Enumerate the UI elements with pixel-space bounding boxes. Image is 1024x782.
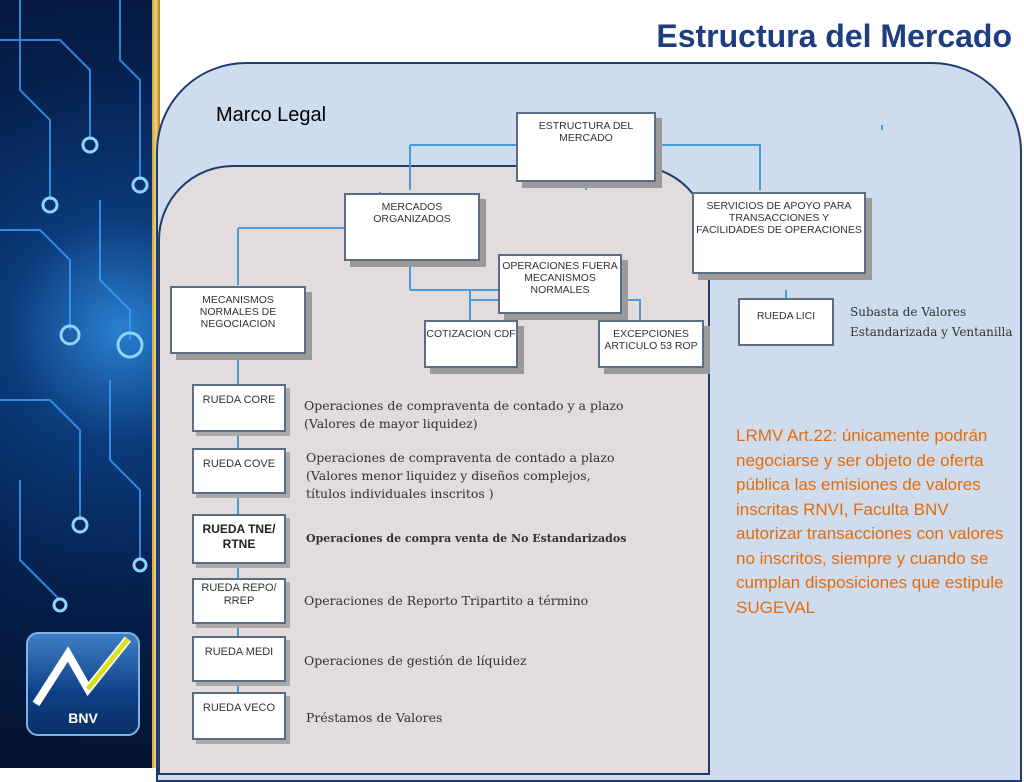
rueda-cove-box: RUEDA COVE (192, 448, 286, 494)
rueda-core-description: Operaciones de compraventa de contado y … (304, 397, 624, 433)
rueda-lici-desc-line: Subasta de Valores (850, 302, 1013, 322)
desc-line: (Valores menor liquidez y diseños comple… (306, 467, 615, 485)
rueda-repo-box: RUEDA REPO/ RREP (192, 578, 286, 624)
rueda-medi-description: Operaciones de gestión de líquidez (304, 652, 527, 670)
box-cotizacion-cdf: COTIZACION CDF (424, 320, 518, 368)
desc-line: Operaciones de gestión de líquidez (304, 652, 527, 670)
desc-line: Operaciones de compraventa de contado a … (306, 449, 615, 467)
desc-line: Operaciones de compra venta de No Estand… (306, 530, 626, 548)
box-mecanismos-normales: MECANISMOS NORMALES DE NEGOCIACION (170, 286, 306, 354)
rueda-lici-desc-line: Estandarizada y Ventanilla (850, 322, 1013, 342)
box-estructura-mercado: ESTRUCTURA DEL MERCADO (516, 112, 656, 182)
box-mercados-organizados: MERCADOS ORGANIZADOS (344, 193, 480, 261)
rueda-core-box: RUEDA CORE (192, 384, 286, 432)
rueda-tne-box: RUEDA TNE/ RTNE (192, 514, 286, 564)
rueda-lici-description: Subasta de Valores Estandarizada y Venta… (850, 302, 1013, 342)
box-excepciones: EXCEPCIONES ARTICULO 53 ROP (598, 320, 704, 368)
rueda-repo-description: Operaciones de Reporto Tripartito a térm… (304, 592, 588, 610)
desc-line: (Valores de mayor liquidez) (304, 415, 624, 433)
box-servicios-apoyo: SERVICIOS DE APOYO PARA TRANSACCIONES Y … (692, 192, 866, 274)
desc-line: Préstamos de Valores (306, 709, 442, 727)
rueda-cove-description: Operaciones de compraventa de contado a … (306, 449, 615, 503)
rueda-medi-box: RUEDA MEDI (192, 636, 286, 682)
desc-line: títulos individuales inscritos ) (306, 485, 615, 503)
desc-line: Operaciones de Reporto Tripartito a térm… (304, 592, 588, 610)
rueda-tne-description: Operaciones de compra venta de No Estand… (306, 530, 626, 548)
rueda-veco-box: RUEDA VECO (192, 692, 286, 740)
lrmv-note: LRMV Art.22: únicamente podrán negociars… (736, 424, 1016, 620)
desc-line: Operaciones de compraventa de contado y … (304, 397, 624, 415)
rueda-veco-description: Préstamos de Valores (306, 709, 442, 727)
box-operaciones-fuera: OPERACIONES FUERA MECANISMOS NORMALES (498, 254, 622, 314)
box-rueda-lici: RUEDA LICI (738, 298, 834, 346)
